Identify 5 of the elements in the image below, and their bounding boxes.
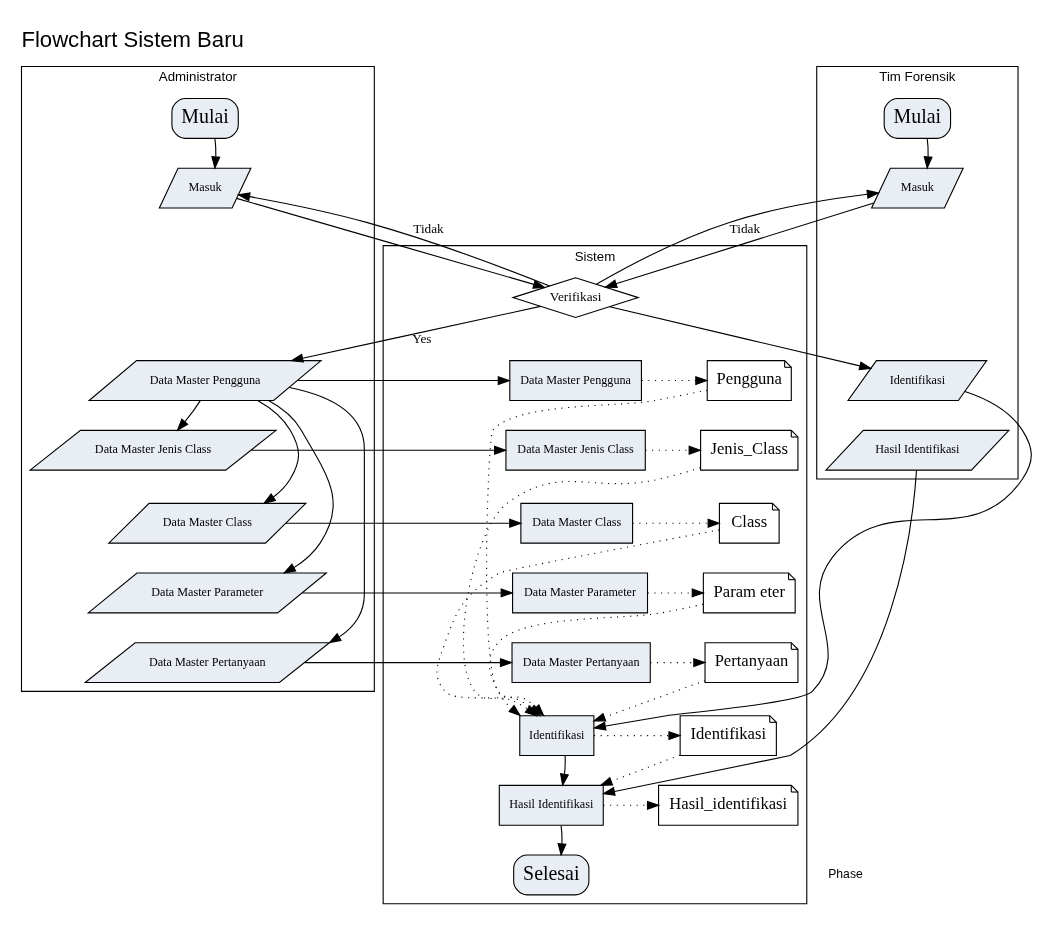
edge-label: Tidak (729, 221, 761, 237)
edge-label: Tidak (413, 221, 444, 237)
edge-label: Yes (412, 330, 432, 346)
diagram-title: Flowchart Sistem Baru (21, 26, 244, 52)
label: Phase (828, 867, 863, 882)
